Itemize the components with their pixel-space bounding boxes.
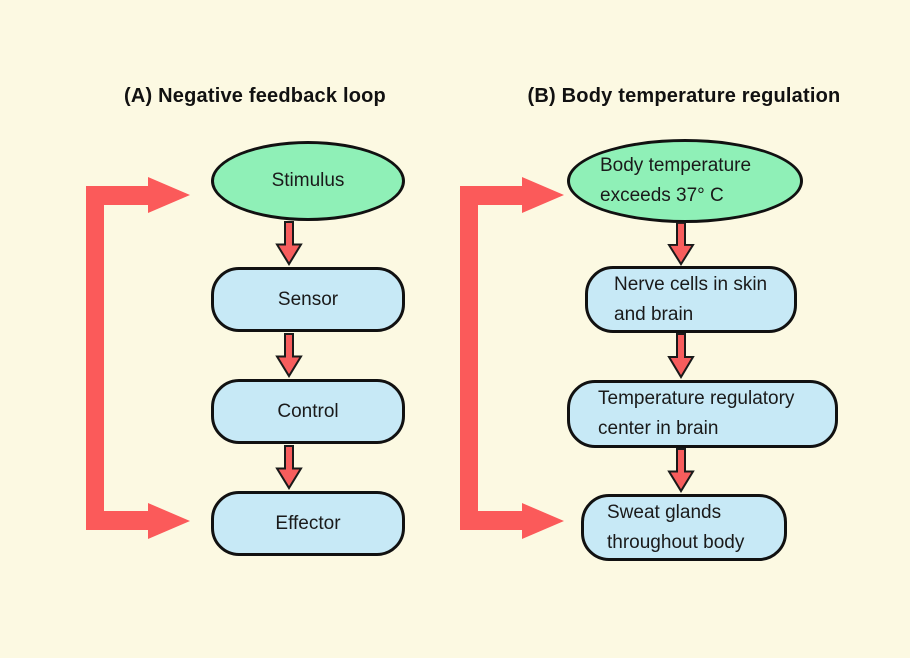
node-control-label: Control bbox=[277, 400, 339, 422]
node-sweat-glands-line1: Sweat glands bbox=[607, 501, 722, 523]
node-stimulus: Stimulus bbox=[211, 141, 405, 221]
node-regulatory-center: Temperature regulatory center in brain bbox=[567, 380, 838, 448]
node-sweat-glands: Sweat glands throughout body bbox=[581, 494, 787, 561]
node-body-temperature-line2: exceeds 37° C bbox=[600, 185, 724, 206]
feedback-arrow-vertical-bar bbox=[460, 186, 478, 530]
node-body-temperature: Body temperature exceeds 37° C bbox=[567, 139, 803, 223]
node-effector-label: Effector bbox=[275, 512, 341, 534]
feedback-arrowhead-bottom bbox=[522, 503, 564, 539]
node-sensor: Sensor bbox=[211, 267, 405, 332]
feedback-arrowhead-top bbox=[522, 177, 564, 213]
feedback-arrow-bottom-bar bbox=[86, 511, 150, 530]
down-arrow-icon bbox=[667, 222, 695, 266]
node-regulatory-center-line1: Temperature regulatory bbox=[598, 388, 795, 409]
feedback-arrowhead-bottom bbox=[148, 503, 190, 539]
panel-a-title: (A) Negative feedback loop bbox=[124, 85, 386, 107]
feedback-arrowhead-top bbox=[148, 177, 190, 213]
node-nerve-cells: Nerve cells in skin and brain bbox=[585, 266, 797, 333]
panel-b-title: (B) Body temperature regulation bbox=[527, 85, 841, 107]
node-nerve-cells-line2: and brain bbox=[614, 303, 694, 325]
node-control: Control bbox=[211, 379, 405, 444]
feedback-arrow-vertical-bar bbox=[86, 186, 104, 530]
feedback-arrow-bottom-bar bbox=[460, 511, 524, 530]
down-arrow-icon bbox=[275, 221, 303, 266]
feedback-arrow-icon bbox=[86, 177, 190, 539]
node-sweat-glands-line2: throughout body bbox=[607, 531, 745, 553]
node-effector: Effector bbox=[211, 491, 405, 556]
down-arrow-icon bbox=[275, 445, 303, 490]
down-arrow-icon bbox=[275, 333, 303, 378]
node-regulatory-center-line2: center in brain bbox=[598, 418, 719, 439]
node-stimulus-label: Stimulus bbox=[271, 170, 345, 191]
down-arrow-icon bbox=[667, 448, 695, 493]
feedback-arrow-icon bbox=[460, 177, 564, 539]
node-sensor-label: Sensor bbox=[277, 288, 339, 310]
feedback-arrow-top-bar bbox=[86, 186, 150, 205]
down-arrow-icon bbox=[667, 333, 695, 379]
node-nerve-cells-line1: Nerve cells in skin bbox=[614, 273, 768, 295]
feedback-arrow-top-bar bbox=[460, 186, 524, 205]
node-body-temperature-line1: Body temperature bbox=[600, 155, 752, 176]
